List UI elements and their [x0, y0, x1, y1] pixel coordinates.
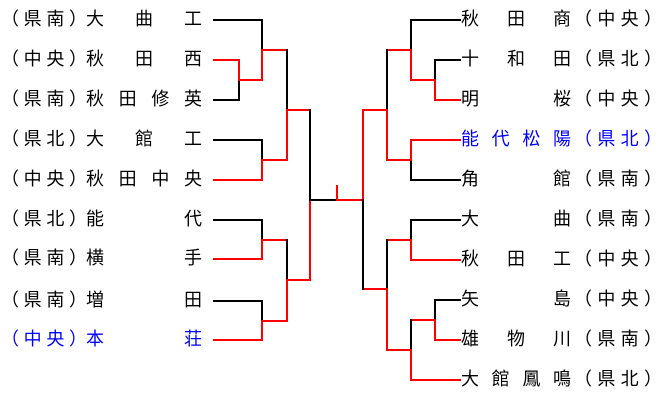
team-name: 秋田修英 [86, 89, 202, 110]
team-row-left-3: （県北）大館工 [0, 129, 671, 151]
team-name: 増田 [86, 290, 202, 311]
team-name: 本荘 [86, 329, 202, 350]
team-name: 大館鳳鳴 [461, 369, 571, 390]
team-name: 能代 [86, 209, 202, 230]
team-region-label: （県南） [574, 329, 662, 350]
team-name: 矢島 [461, 289, 571, 310]
team-region-label: （中央） [574, 9, 662, 30]
team-region-label: （中央） [1, 49, 87, 70]
team-region-label: （県南） [574, 169, 662, 190]
team-row-right-2: 明桜（中央） [0, 89, 671, 111]
team-row-left-6: （県南）横手 [0, 248, 671, 270]
team-region-label: （中央） [1, 169, 87, 190]
team-region-label: （県北） [574, 49, 662, 70]
team-region-label: （中央） [574, 289, 662, 310]
team-region-label: （県南） [1, 290, 87, 311]
team-region-label: （県北） [574, 129, 662, 150]
team-name: 十和田 [461, 49, 571, 70]
team-region-label: （県南） [1, 9, 87, 30]
team-region-label: （県南） [1, 89, 87, 110]
team-region-label: （県南） [1, 248, 87, 269]
team-name: 秋田工 [461, 249, 571, 270]
team-name: 秋田西 [86, 49, 202, 70]
team-row-left-1: （中央）秋田西 [0, 49, 671, 71]
team-name: 能代松陽 [461, 129, 571, 150]
team-row-left-2: （県南）秋田修英 [0, 89, 671, 111]
team-row-left-5: （県北）能代 [0, 209, 671, 231]
team-name: 雄物川 [461, 329, 571, 350]
team-row-right-6: 秋田工（中央） [0, 249, 671, 271]
team-row-left-0: （県南）大曲工 [0, 9, 671, 31]
team-region-label: （中央） [1, 329, 87, 350]
team-row-right-4: 角館（県南） [0, 169, 671, 191]
team-name: 大曲工 [86, 9, 202, 30]
team-row-left-8: （中央）本荘 [0, 329, 671, 351]
team-row-right-0: 秋田商（中央） [0, 9, 671, 31]
team-name: 横手 [86, 248, 202, 269]
team-row-right-7: 矢島（中央） [0, 289, 671, 311]
team-region-label: （中央） [574, 89, 662, 110]
team-name: 明桜 [461, 89, 571, 110]
team-row-left-7: （県南）増田 [0, 290, 671, 312]
team-row-right-3: 能代松陽（県北） [0, 129, 671, 151]
team-row-right-8: 雄物川（県南） [0, 329, 671, 351]
team-row-right-5: 大曲（県南） [0, 209, 671, 231]
team-region-label: （県北） [1, 209, 87, 230]
team-name: 秋田中央 [86, 169, 202, 190]
team-name: 角館 [461, 169, 571, 190]
team-row-right-1: 十和田（県北） [0, 49, 671, 71]
team-region-label: （県北） [1, 129, 87, 150]
team-name: 大曲 [461, 209, 571, 230]
team-name: 秋田商 [461, 9, 571, 30]
team-name: 大館工 [86, 129, 202, 150]
team-region-label: （中央） [574, 249, 662, 270]
team-row-left-4: （中央）秋田中央 [0, 169, 671, 191]
team-region-label: （県北） [574, 369, 662, 390]
team-region-label: （県南） [574, 209, 662, 230]
team-row-right-9: 大館鳳鳴（県北） [0, 369, 671, 391]
